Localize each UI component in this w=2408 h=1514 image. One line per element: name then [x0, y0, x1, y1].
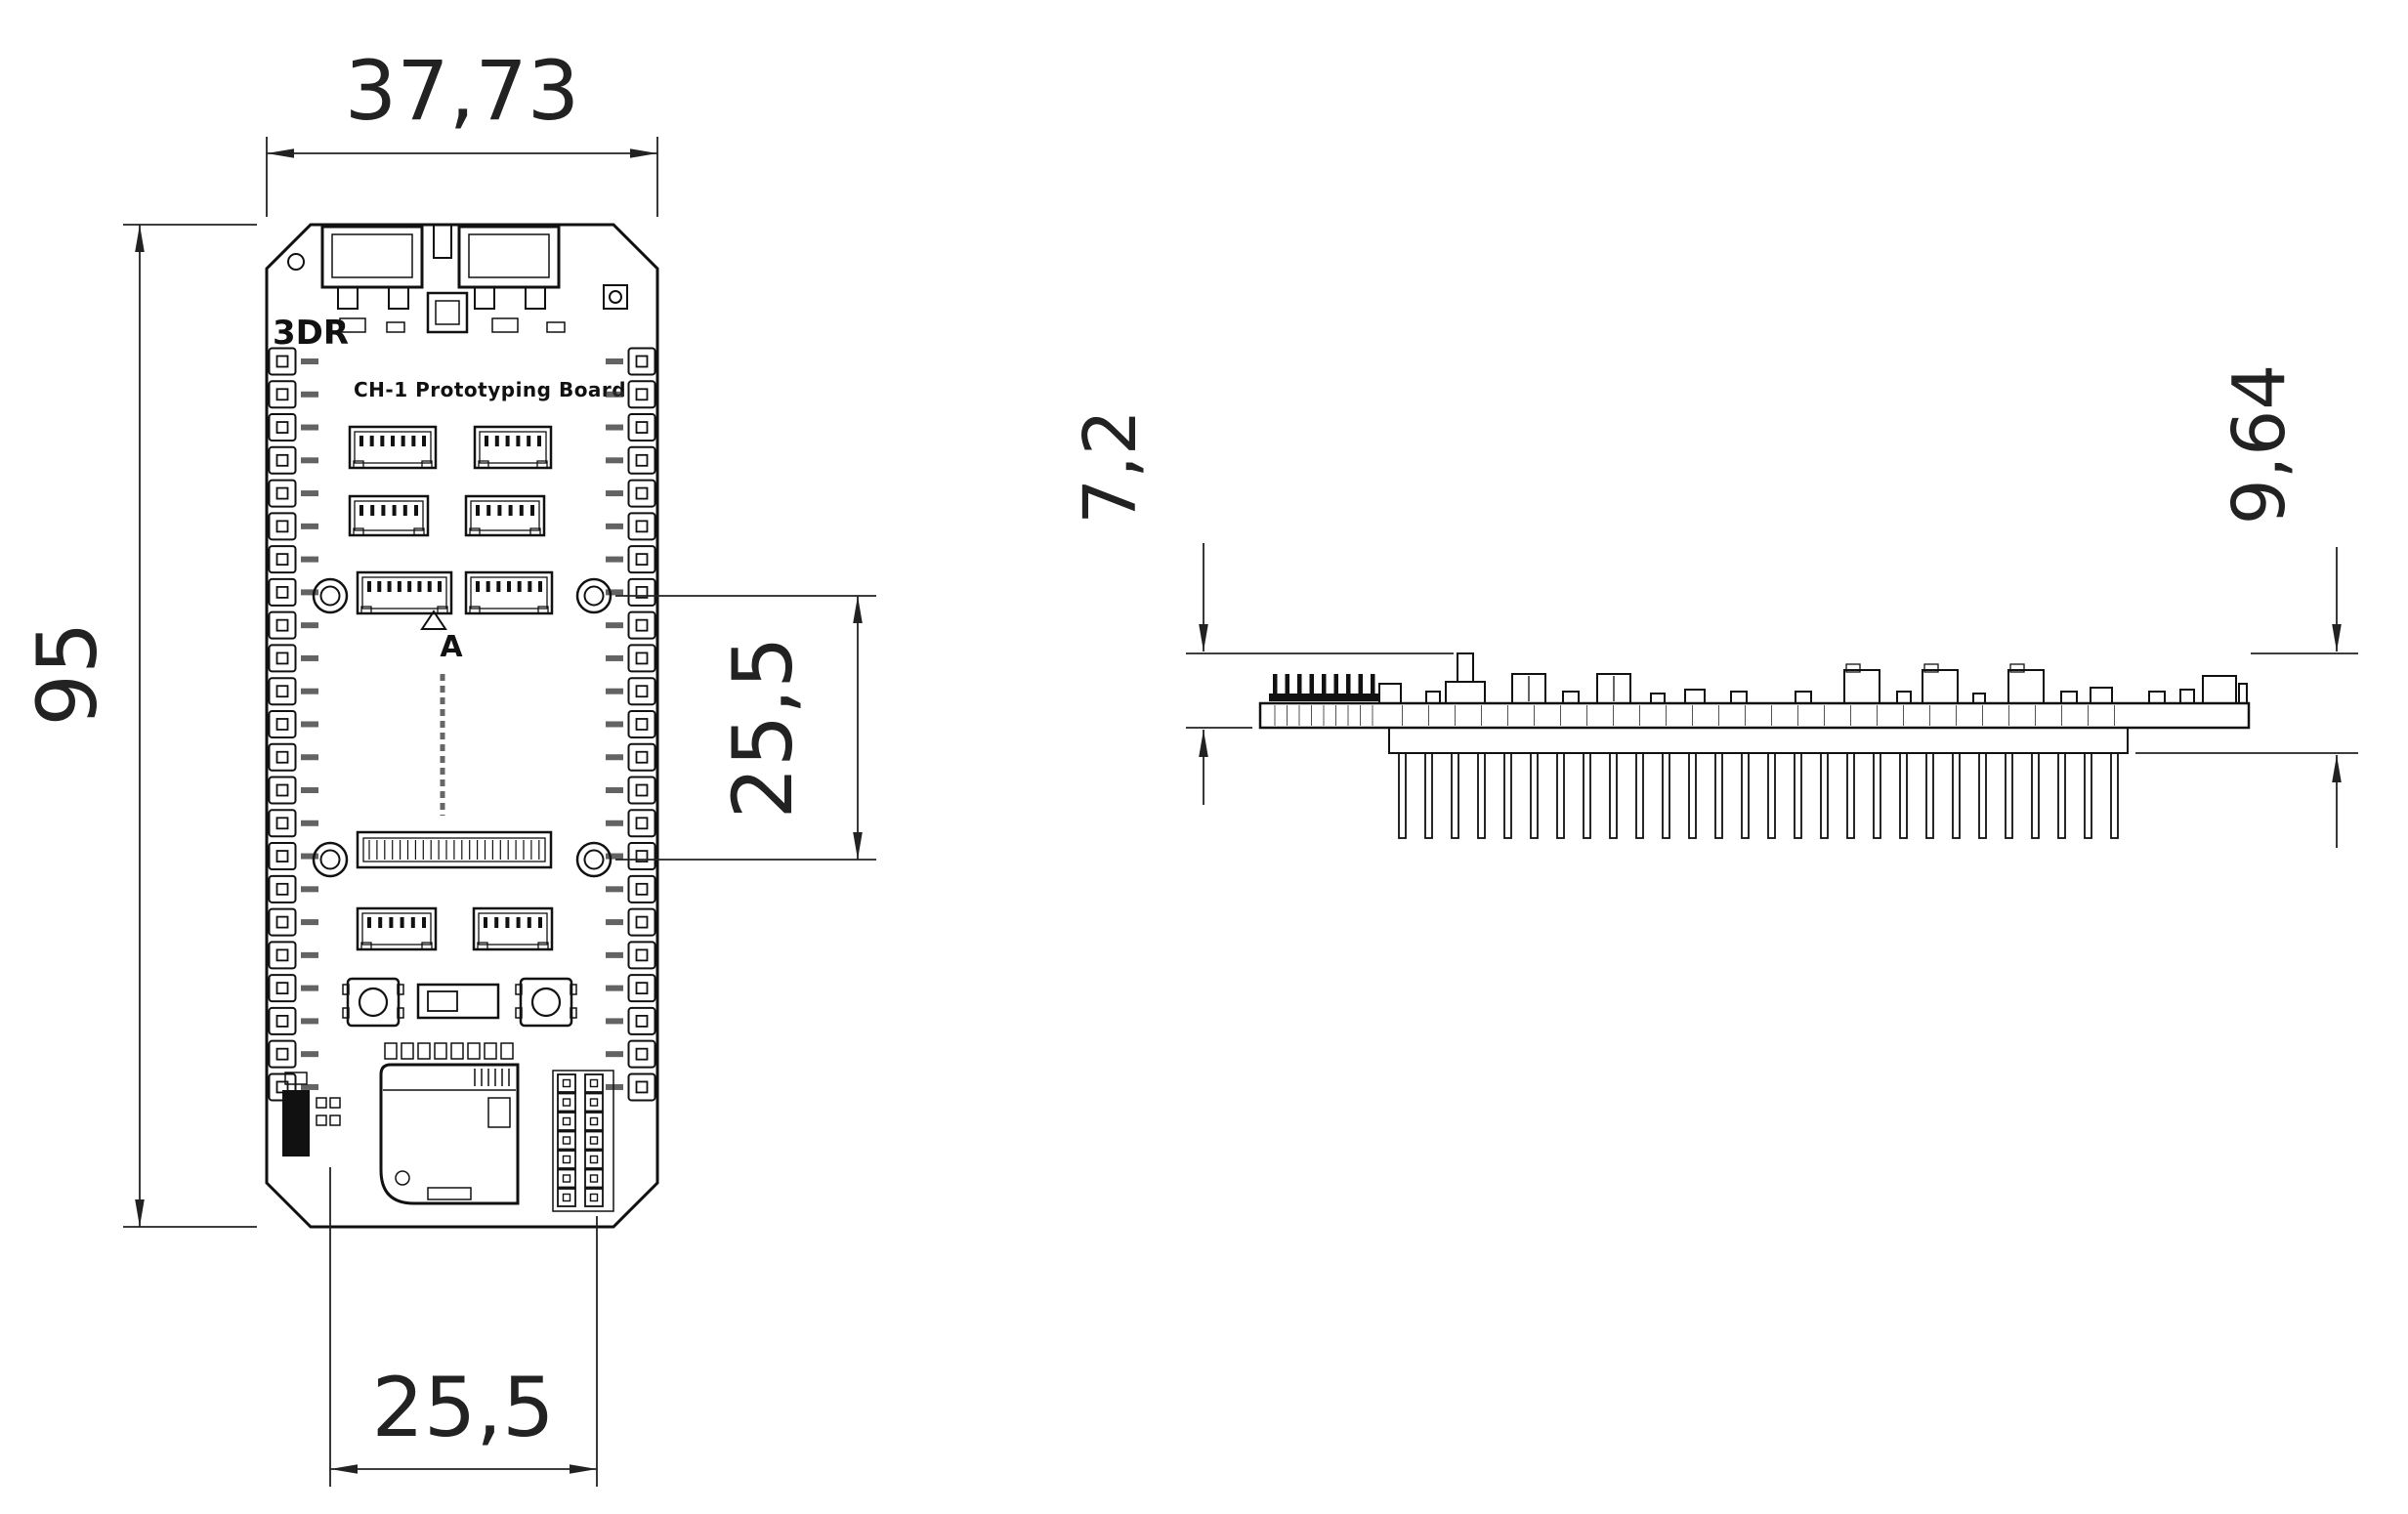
top-connector-block-right — [457, 225, 561, 310]
dim-side-component-height: 7,2 — [1069, 409, 1153, 525]
mounting-holes — [312, 577, 613, 878]
buttons-and-switch — [342, 977, 577, 1028]
dim-hole-spacing-vertical: 25,5 — [715, 636, 811, 819]
datum-marker: A — [420, 610, 463, 664]
ic-chip — [426, 291, 469, 334]
side-top-components — [1378, 652, 2248, 704]
side-view — [1258, 652, 2251, 839]
header-2x7 — [552, 1070, 614, 1212]
top-center-connector — [433, 224, 452, 259]
side-bottom-header-strip — [1388, 727, 2129, 754]
dim-board-width: 37,73 — [345, 43, 579, 139]
dimension-labels: 37,73 95 25,5 25,5 7,2 9,64 — [20, 43, 2302, 1455]
sd-pin-row — [384, 1042, 514, 1060]
jst-connectors — [348, 425, 554, 951]
side-left-pin-header — [1273, 674, 1375, 726]
side-board-bar — [1258, 701, 2251, 730]
bottom-left-component — [282, 1072, 341, 1157]
dimension-lines — [123, 137, 2358, 1487]
board-outline — [265, 223, 659, 1229]
top-view: 3DR CH-1 Prototyping Board A — [265, 223, 659, 1229]
board-title: CH-1 Prototyping Board — [354, 378, 626, 401]
top-connector-block-left — [320, 225, 424, 310]
small-components — [339, 317, 566, 333]
board-logo: 3DR — [273, 314, 349, 353]
dim-board-height: 95 — [20, 622, 115, 727]
sd-card-slot — [379, 1063, 520, 1205]
corner-pad — [287, 253, 628, 310]
side-bottom-pins — [1398, 705, 2119, 839]
dim-hole-spacing-horizontal: 25,5 — [371, 1360, 554, 1455]
long-bus-connector — [356, 830, 553, 869]
edge-pin-headers — [268, 347, 656, 1102]
datum-marker-label: A — [440, 630, 463, 664]
dim-side-total-height: 9,64 — [2218, 364, 2302, 526]
